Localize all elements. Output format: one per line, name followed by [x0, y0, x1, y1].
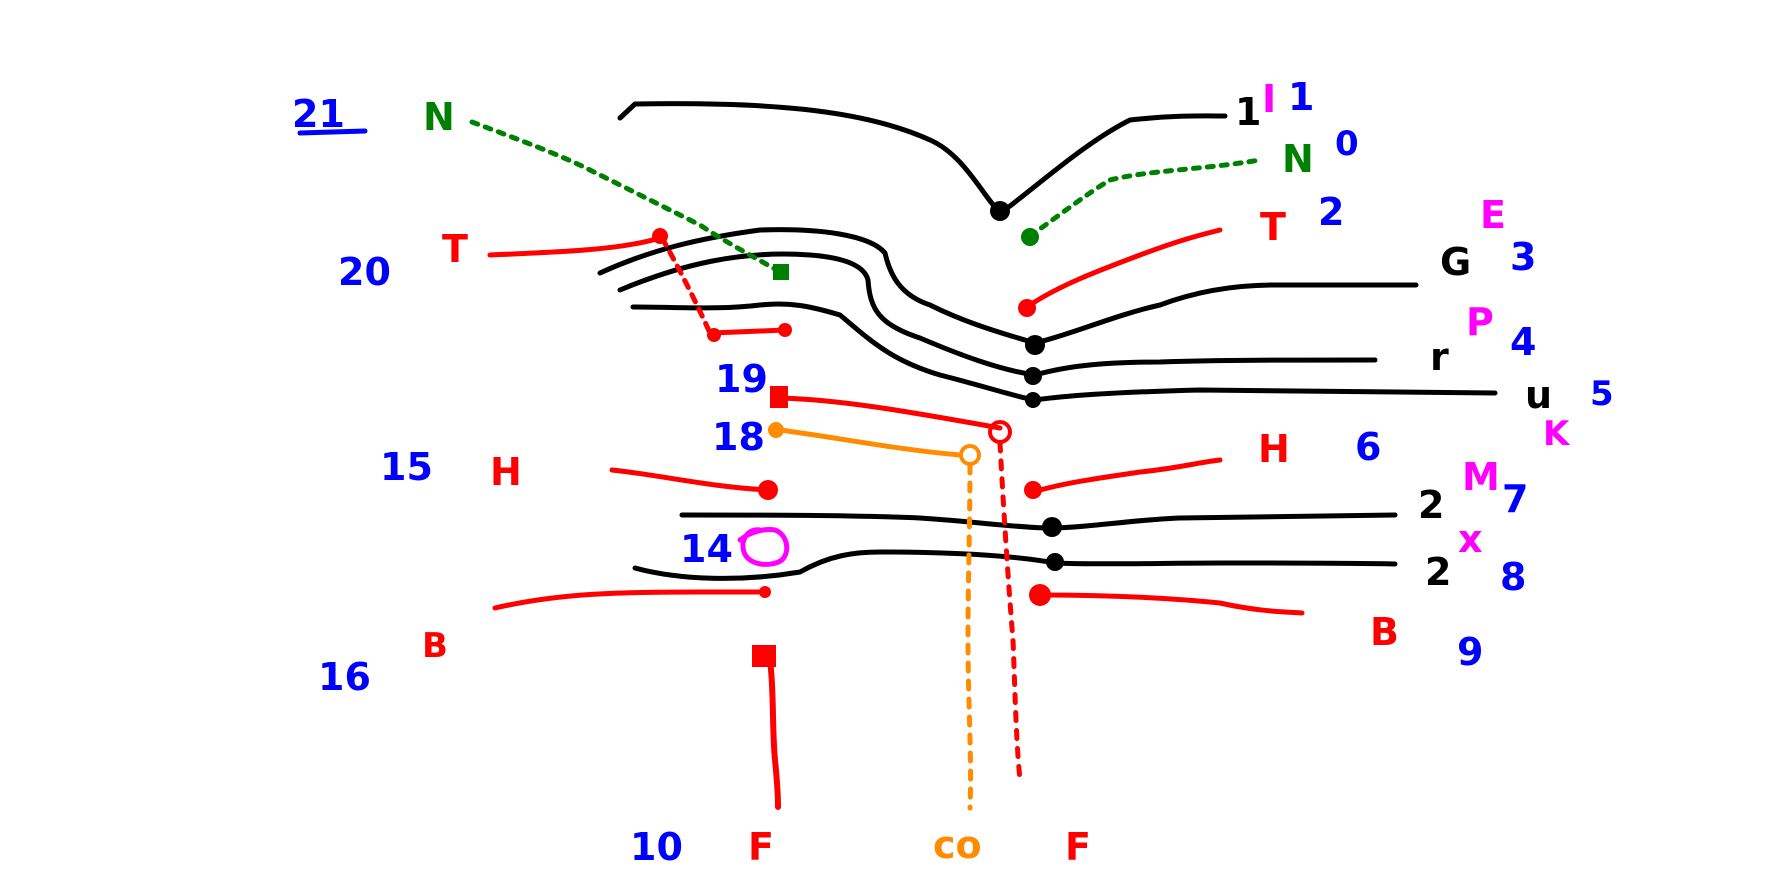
label-right-g: G [1440, 240, 1471, 284]
orange-wire-co [965, 462, 974, 811]
junction-dot-1 [990, 201, 1010, 221]
label-left-b: B [422, 626, 448, 666]
label-1: 1 [1288, 75, 1314, 119]
red-wire-t-right [1027, 227, 1223, 308]
label-3: 3 [1510, 235, 1536, 279]
red-wire-19 [709, 327, 788, 336]
label-pink-1: I [1262, 77, 1276, 121]
red-wire-b-left [492, 589, 768, 611]
label-pink-e: E [1480, 193, 1506, 237]
red-wire-f-right-dash [997, 440, 1023, 783]
label-right-2b: 2 [1425, 550, 1451, 594]
label-right-r: r [1430, 335, 1449, 379]
label-8: 8 [1500, 555, 1526, 599]
label-right-n: N [1282, 137, 1314, 181]
red-node-f-left [752, 645, 776, 667]
green-node-left [773, 264, 789, 280]
green-wire-n-left [469, 119, 783, 275]
red-node-b-left [759, 586, 771, 598]
label-14: 14 [680, 527, 733, 571]
red-node-h-right [1024, 481, 1042, 499]
green-node-right [1021, 228, 1039, 246]
black-wire-8 [632, 549, 1398, 581]
label-7: 7 [1502, 477, 1528, 521]
magenta-loop-o [737, 527, 790, 567]
label-5: 5 [1590, 374, 1614, 414]
label-left-n: N [423, 95, 455, 139]
label-0: 0 [1335, 124, 1359, 164]
red-wire-t-left-dash [659, 235, 713, 336]
red-node-b-right [1029, 584, 1051, 606]
orange-wire-18 [777, 427, 963, 458]
red-wire-h-right [1037, 457, 1223, 493]
label-4: 4 [1510, 320, 1536, 364]
label-pink-m: M [1462, 455, 1500, 499]
label-left-t: T [442, 227, 468, 271]
junction-dot-8 [1046, 553, 1064, 571]
label-21: 21 [292, 92, 345, 136]
label-right-t: T [1260, 205, 1286, 249]
red-wire-b-right [1037, 592, 1305, 616]
red-wire-18 [779, 395, 1003, 431]
label-20: 20 [338, 250, 391, 294]
junction-dot-5 [1025, 392, 1041, 408]
label-10: 10 [630, 825, 683, 869]
red-node-18 [770, 386, 788, 408]
label-15: 15 [380, 445, 433, 489]
label-right-h: H [1258, 427, 1290, 471]
junction-dot-7 [1042, 517, 1062, 537]
label-bottom-f-left: F [748, 825, 774, 869]
black-wire-7 [679, 512, 1398, 531]
underline-21 [297, 128, 368, 136]
label-19: 19 [715, 357, 768, 401]
label-9: 9 [1457, 630, 1483, 674]
label-16: 16 [318, 655, 371, 699]
label-bottom-f-right: F [1065, 825, 1091, 869]
label-6: 6 [1355, 425, 1381, 469]
black-wire-1 [617, 101, 1228, 215]
label-18: 18 [712, 415, 765, 459]
orange-ring-node [959, 444, 981, 466]
label-pink-p: P [1466, 300, 1494, 344]
label-right-black-1: 1 [1235, 90, 1261, 134]
black-wire-4 [617, 251, 1378, 378]
red-node-h-left [758, 480, 778, 500]
label-pink-x: x [1458, 517, 1483, 561]
label-right-u: u [1525, 373, 1552, 417]
black-wire-3-top [597, 227, 1419, 346]
red-node-t-right [1018, 299, 1036, 317]
black-wire-5 [630, 301, 1498, 403]
label-right-b: B [1370, 610, 1399, 654]
label-left-h: H [490, 450, 522, 494]
red-wire-t-left [487, 235, 663, 258]
label-bottom-co: co [933, 823, 982, 867]
red-node-19b [778, 323, 792, 337]
junction-dot-3 [1025, 335, 1045, 355]
red-node-19a [707, 328, 721, 342]
label-2: 2 [1318, 190, 1344, 234]
red-ring-node [988, 420, 1012, 444]
red-wire-h-left [609, 467, 771, 493]
label-right-2a: 2 [1418, 483, 1444, 527]
label-pink-k: K [1543, 414, 1571, 454]
orange-node-18 [768, 422, 784, 438]
green-wire-n-right [1027, 157, 1263, 239]
red-wire-f-left [767, 657, 781, 810]
junction-dot-4 [1024, 367, 1042, 385]
